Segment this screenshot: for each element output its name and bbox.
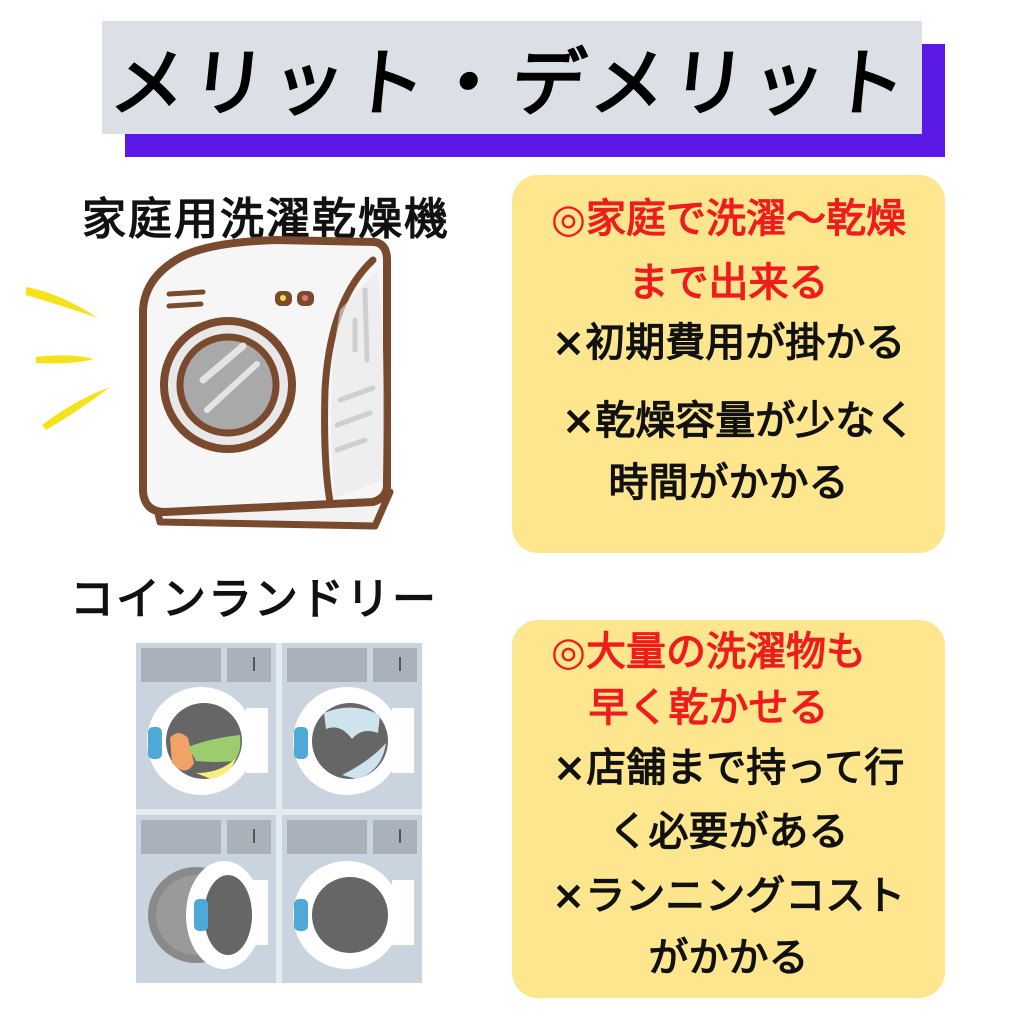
- con-text: ×ランニングコスト: [551, 873, 906, 919]
- con-text: ×乾燥容量が少なく: [561, 398, 916, 444]
- vibration-rays-icon: [26, 287, 110, 430]
- con-text: 時間がかかる: [608, 460, 849, 506]
- laundry-cell-1: [136, 643, 276, 809]
- section-label-coin-laundry: コインランドリー: [70, 574, 438, 625]
- pro-text: 早く乾かせる: [588, 685, 829, 731]
- con-text: ×初期費用が掛かる: [551, 320, 906, 366]
- pros-cons-card-coin-laundry: ◎大量の洗濯物も 早く乾かせる ×店舗まで持って行 く必要がある ×ランニングコ…: [512, 620, 945, 998]
- con-text: ×店舗まで持って行: [552, 745, 905, 791]
- coin-laundry-machines-icon: [136, 643, 422, 983]
- home-washer-dryer-icon: [139, 236, 394, 530]
- con-text: く必要がある: [608, 809, 849, 855]
- con-text: がかかる: [648, 935, 809, 981]
- pro-text: まで出来る: [628, 260, 829, 306]
- pro-text: ◎大量の洗濯物も: [551, 629, 866, 675]
- pro-text: ◎家庭で洗濯～乾燥: [551, 196, 906, 242]
- pros-cons-card-home-washer: ◎家庭で洗濯～乾燥 まで出来る ×初期費用が掛かる ×乾燥容量が少なく 時間がか…: [512, 175, 945, 553]
- title-banner: メリット・デメリット: [102, 21, 922, 134]
- page-title: メリット・デメリット: [106, 41, 916, 127]
